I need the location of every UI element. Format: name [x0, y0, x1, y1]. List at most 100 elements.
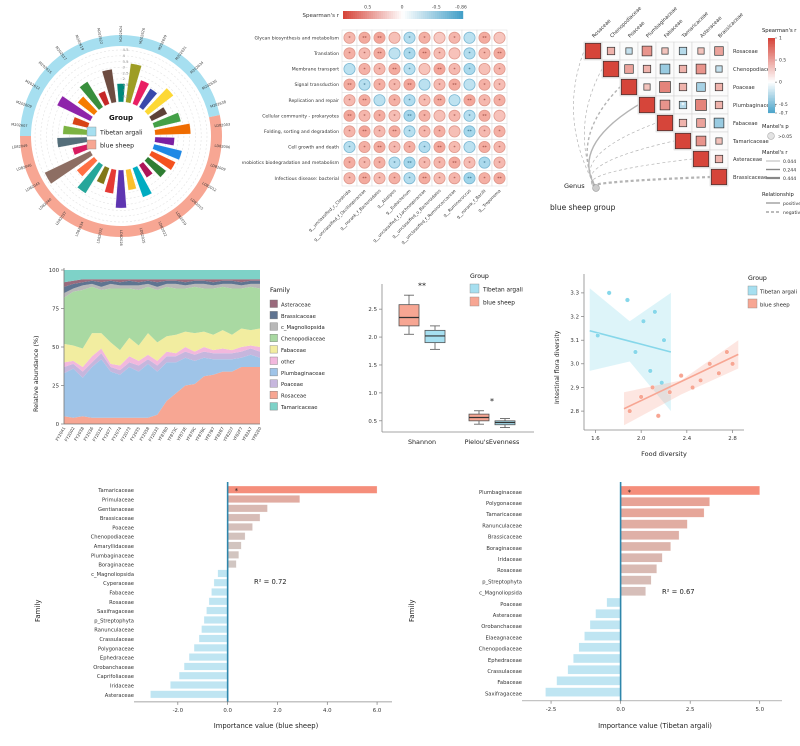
family-label: Orobanchaceae: [481, 624, 522, 630]
legend-label: Tibetan argali: [482, 288, 523, 294]
significance: *: [468, 67, 471, 73]
legend-gradient: [369, 11, 372, 19]
sample-bar: [144, 87, 174, 116]
importance-bar: [620, 530, 680, 540]
correlation-dot: [478, 47, 491, 60]
correlation-dot: [403, 31, 416, 44]
correlation-square: [715, 137, 723, 145]
top-family-label: Chenopodiaceae: [609, 6, 643, 40]
significance: *: [348, 176, 351, 182]
spearman-colorbar: [768, 80, 775, 82]
significance: *: [423, 145, 426, 151]
data-point: [659, 380, 665, 386]
significance: **: [437, 145, 442, 151]
area-series-Brassicaceae: [64, 280, 260, 294]
legend-gradient: [447, 11, 450, 19]
hbar-right-ylabel: Family: [408, 599, 416, 622]
data-point: [647, 368, 653, 374]
importance-bar: [201, 625, 228, 634]
correlation-square: [656, 114, 674, 132]
significance: *: [681, 102, 685, 109]
row-label: Xenobiotics biodegradation and metabolis…: [242, 160, 340, 166]
correlation-dot: [388, 63, 401, 76]
correlation-dot: [373, 94, 386, 107]
y-tick-label: 3.1: [570, 338, 579, 344]
correlation-square: [714, 100, 724, 110]
importance-bar: [227, 504, 268, 513]
significance: **: [392, 67, 397, 73]
significance: **: [452, 82, 457, 88]
correlation-dot: [478, 172, 491, 185]
family-label: Brassicaceae: [488, 535, 522, 541]
importance-bar: [620, 564, 657, 574]
legend-title: Spearman's r: [302, 13, 339, 19]
row-family-label: Tamaricaceae: [732, 139, 769, 145]
correlation-dot: [403, 94, 416, 107]
radial-axis-tick: 0.5: [123, 93, 130, 98]
significance: *: [498, 98, 501, 104]
importance-bar: [217, 569, 228, 578]
colorbar-tick-label: 0.5: [779, 58, 786, 64]
family-label: Poaceae: [112, 525, 134, 531]
data-point: [661, 337, 667, 343]
legend-gradient: [451, 11, 454, 19]
spearman-colorbar: [768, 39, 775, 42]
correlation-dot: [343, 156, 356, 169]
sample-bar: [154, 123, 191, 136]
importance-bar: [227, 485, 378, 494]
legend-swatch: [269, 322, 278, 331]
radial-axis-tick: 3.5: [123, 59, 130, 64]
correlation-dot: [418, 125, 431, 138]
significance: **: [377, 145, 382, 151]
importance-bar-chart-tibetan-argali: PlumbaginaceaePolygonaceaeTamaricaceaeRa…: [479, 482, 782, 713]
significance: **: [407, 114, 412, 120]
family-label: Gentianaceae: [98, 507, 134, 513]
correlation-square: [692, 150, 710, 168]
legend-label: other: [281, 359, 296, 365]
legend-swatch: [469, 283, 480, 294]
significance: *: [363, 67, 366, 73]
sample-label: LD82049: [12, 144, 28, 150]
significance: *: [468, 114, 471, 120]
correlation-dot: [358, 172, 371, 185]
legend-gradient: [371, 11, 374, 19]
legend-gradient: [419, 11, 422, 19]
legend-gradient: [413, 11, 416, 19]
significance: **: [362, 98, 367, 104]
radial-axis-tick: 4: [123, 53, 126, 58]
importance-bar: [227, 541, 242, 550]
legend-gradient: [345, 11, 348, 19]
legend-gradient: [361, 11, 364, 19]
significance: *: [363, 114, 366, 120]
x-tick-label: -2.5: [546, 707, 557, 713]
legend-gradient: [353, 11, 356, 19]
data-point: [650, 384, 656, 390]
correlation-dot: [433, 140, 446, 153]
sample-label: LD82012: [201, 181, 217, 192]
sample-bar: [148, 106, 168, 122]
correlation-dot: [478, 31, 491, 44]
legend-gradient: [347, 11, 350, 19]
family-label: Orobanchaceae: [93, 665, 134, 671]
data-point: [730, 361, 736, 367]
data-point: [624, 297, 630, 303]
data-point: [606, 290, 612, 296]
grid-circle: [75, 90, 167, 182]
correlation-dot: [433, 63, 446, 76]
box: [398, 304, 420, 327]
family-label: Ranunculaceae: [94, 628, 134, 634]
significance: *: [438, 51, 441, 57]
importance-bar: [620, 485, 760, 496]
correlation-dot: [418, 63, 431, 76]
significance: *: [483, 98, 486, 104]
correlation-dot: [388, 31, 401, 44]
mantel-edge: [573, 50, 597, 189]
correlation-square: [695, 135, 707, 147]
family-label: Poaceae: [500, 602, 522, 608]
significance: *: [438, 82, 441, 88]
mantel-r-label: 0.044: [783, 159, 796, 165]
correlation-dot: [418, 78, 431, 91]
